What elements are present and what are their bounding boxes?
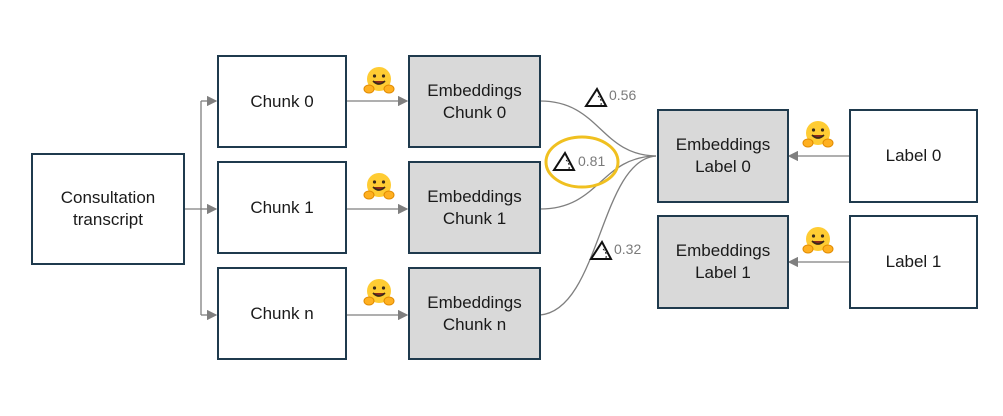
chunk-1-label: Chunk 1 bbox=[250, 197, 314, 217]
embeddings-chunk-1-box: Embeddings Chunk 1 bbox=[408, 161, 541, 254]
label-1-text: Label 1 bbox=[885, 252, 942, 271]
hugging-face-emoji-icon bbox=[363, 173, 395, 200]
chunk-1-box: Chunk 1 bbox=[217, 161, 347, 254]
embeddings-chunk-0-label: Embeddings Chunk 0 bbox=[427, 80, 522, 122]
embeddings-chunk-n-box: Embeddings Chunk n bbox=[408, 267, 541, 360]
similarity-score-chunk-1: 0.81 bbox=[578, 153, 606, 169]
similarity-score-chunk-0: 0.56 bbox=[609, 87, 637, 103]
embeddings-label-1-label: Embeddings Label 1 bbox=[675, 241, 771, 282]
curve-chunk-n-label-0 bbox=[539, 155, 657, 316]
hugging-face-emoji-icon bbox=[802, 227, 834, 254]
embeddings-chunk-1-label: Embeddings Chunk 1 bbox=[427, 186, 522, 228]
hugging-face-emoji-icon bbox=[802, 121, 834, 148]
embeddings-label-0-box: Embeddings Label 0 bbox=[657, 109, 789, 203]
embeddings-label-1-box: Embeddings Label 1 bbox=[657, 215, 789, 309]
chunk-0-box: Chunk 0 bbox=[217, 55, 347, 148]
similarity-score-chunk-n: 0.32 bbox=[614, 241, 642, 257]
consultation-transcript-box: Consultation transcript bbox=[31, 153, 185, 265]
highlight-circle bbox=[544, 135, 620, 189]
label-0-text: Label 0 bbox=[885, 146, 942, 165]
chunk-n-label: Chunk n bbox=[250, 303, 314, 323]
label-0-box: Label 0 bbox=[849, 109, 978, 203]
consultation-transcript-label: Consultation transcript bbox=[60, 188, 156, 229]
chunk-0-label: Chunk 0 bbox=[250, 91, 314, 111]
chunk-n-box: Chunk n bbox=[217, 267, 347, 360]
angle-icon bbox=[552, 151, 576, 171]
embeddings-chunk-0-box: Embeddings Chunk 0 bbox=[408, 55, 541, 148]
angle-icon bbox=[584, 87, 608, 107]
curve-chunk-0-label-0 bbox=[539, 100, 657, 157]
embeddings-chunk-n-label: Embeddings Chunk n bbox=[427, 292, 522, 334]
label-1-box: Label 1 bbox=[849, 215, 978, 309]
hugging-face-emoji-icon bbox=[363, 67, 395, 94]
angle-icon bbox=[589, 240, 613, 260]
hugging-face-emoji-icon bbox=[363, 279, 395, 306]
embeddings-label-0-label: Embeddings Label 0 bbox=[675, 135, 771, 176]
